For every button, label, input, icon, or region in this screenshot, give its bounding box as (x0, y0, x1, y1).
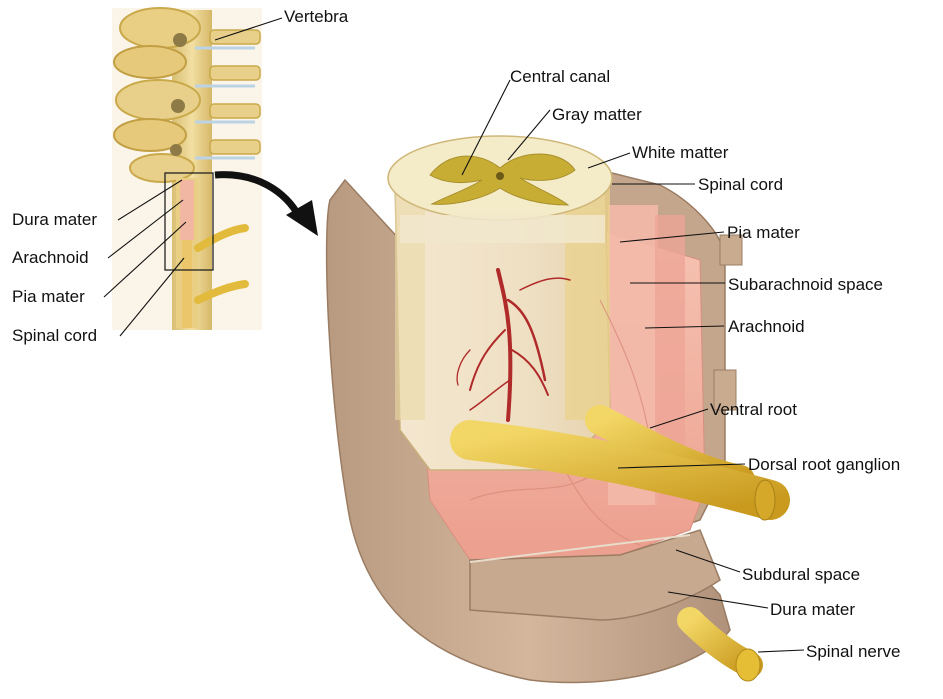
label-vertebra: Vertebra (284, 7, 349, 26)
label-arachnoid-inset: Arachnoid (12, 248, 89, 267)
label-dorsal-root-ganglion: Dorsal root ganglion (748, 455, 900, 474)
label-spinal-cord: Spinal cord (698, 175, 783, 194)
label-pia-mater: Pia mater (727, 223, 800, 242)
label-ventral-root: Ventral root (710, 400, 797, 419)
central-canal (496, 172, 504, 180)
label-spinal-cord-inset: Spinal cord (12, 326, 97, 345)
label-subarachnoid-space: Subarachnoid space (728, 275, 883, 294)
label-dura-mater-inset: Dura mater (12, 210, 97, 229)
label-pia-mater-inset: Pia mater (12, 287, 85, 306)
label-gray-matter: Gray matter (552, 105, 642, 124)
label-spinal-nerve: Spinal nerve (806, 642, 901, 661)
label-central-canal: Central canal (510, 67, 610, 86)
label-dura-mater: Dura mater (770, 600, 855, 619)
label-subdural-space: Subdural space (742, 565, 860, 584)
spine-inset-illustration (112, 8, 262, 330)
label-arachnoid: Arachnoid (728, 317, 805, 336)
label-white-matter: White matter (632, 143, 729, 162)
